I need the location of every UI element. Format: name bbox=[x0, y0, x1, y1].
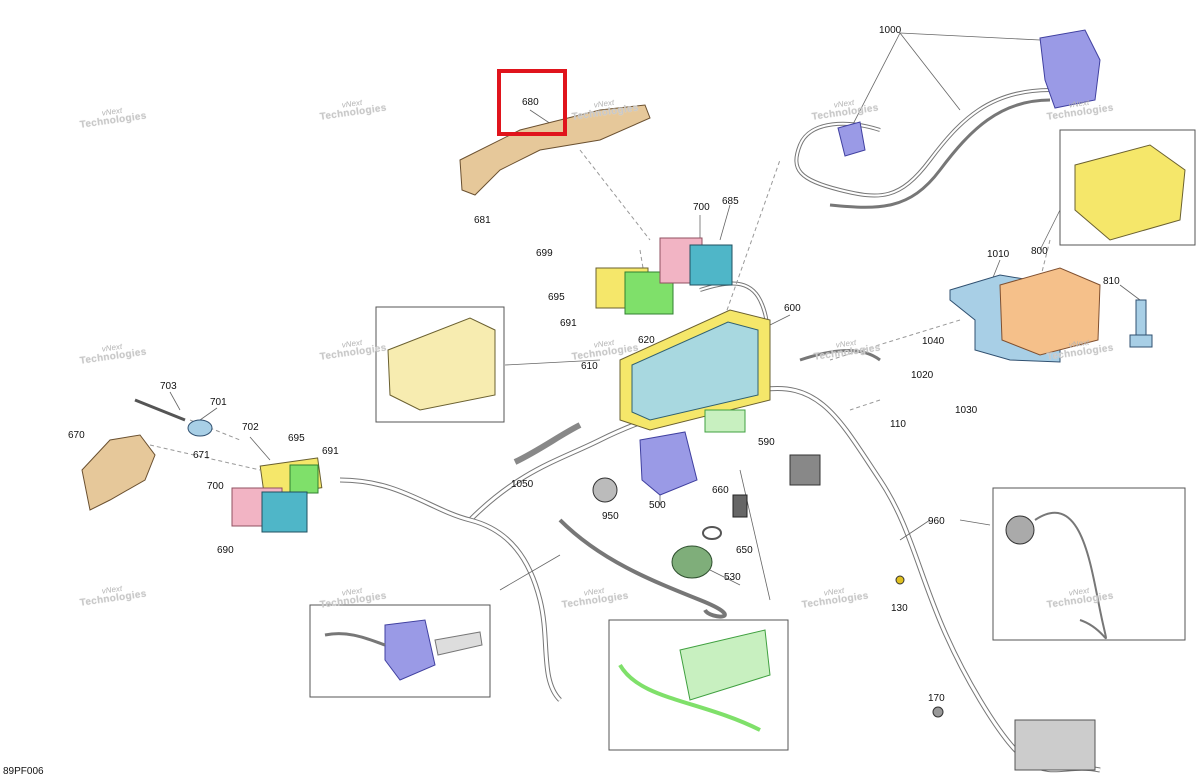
callout-650: 650 bbox=[736, 545, 753, 556]
highlight-box-part bbox=[497, 69, 567, 136]
callout-702: 702 bbox=[242, 422, 259, 433]
callout-681: 681 bbox=[474, 215, 491, 226]
callout-800: 800 bbox=[1031, 246, 1048, 257]
callout-1020: 1020 bbox=[911, 370, 934, 381]
callout-1000: 1000 bbox=[879, 25, 902, 36]
callout-670: 670 bbox=[68, 430, 85, 441]
callout-950: 950 bbox=[602, 511, 619, 522]
callout-700: 700 bbox=[693, 202, 710, 213]
callout-590: 590 bbox=[758, 437, 775, 448]
callout-691: 691 bbox=[322, 446, 339, 457]
callout-620: 620 bbox=[638, 335, 655, 346]
callout-703: 703 bbox=[160, 381, 177, 392]
callout-691: 691 bbox=[560, 318, 577, 329]
callout-110: 110 bbox=[890, 419, 906, 430]
callout-960: 960 bbox=[928, 516, 945, 527]
callout-1010: 1010 bbox=[987, 249, 1010, 260]
callout-699: 699 bbox=[536, 248, 553, 259]
callout-695: 695 bbox=[548, 292, 565, 303]
callout-695: 695 bbox=[288, 433, 305, 444]
callout-600: 600 bbox=[784, 303, 801, 314]
callout-130: 130 bbox=[891, 603, 908, 614]
callout-530: 530 bbox=[724, 572, 741, 583]
figure-code: 89PF006 bbox=[3, 766, 44, 777]
callout-500: 500 bbox=[649, 500, 666, 511]
callout-680: 680 bbox=[522, 97, 539, 108]
callout-1040: 1040 bbox=[922, 336, 945, 347]
callout-170: 170 bbox=[928, 693, 945, 704]
callout-1030: 1030 bbox=[955, 405, 978, 416]
callout-685: 685 bbox=[722, 196, 739, 207]
callout-1050: 1050 bbox=[511, 479, 534, 490]
callout-810: 810 bbox=[1103, 276, 1120, 287]
callout-671: 671 bbox=[193, 450, 210, 461]
callout-660: 660 bbox=[712, 485, 729, 496]
callout-700: 700 bbox=[207, 481, 224, 492]
callout-701: 701 bbox=[210, 397, 227, 408]
callout-690: 690 bbox=[217, 545, 234, 556]
callout-610: 610 bbox=[581, 361, 598, 372]
